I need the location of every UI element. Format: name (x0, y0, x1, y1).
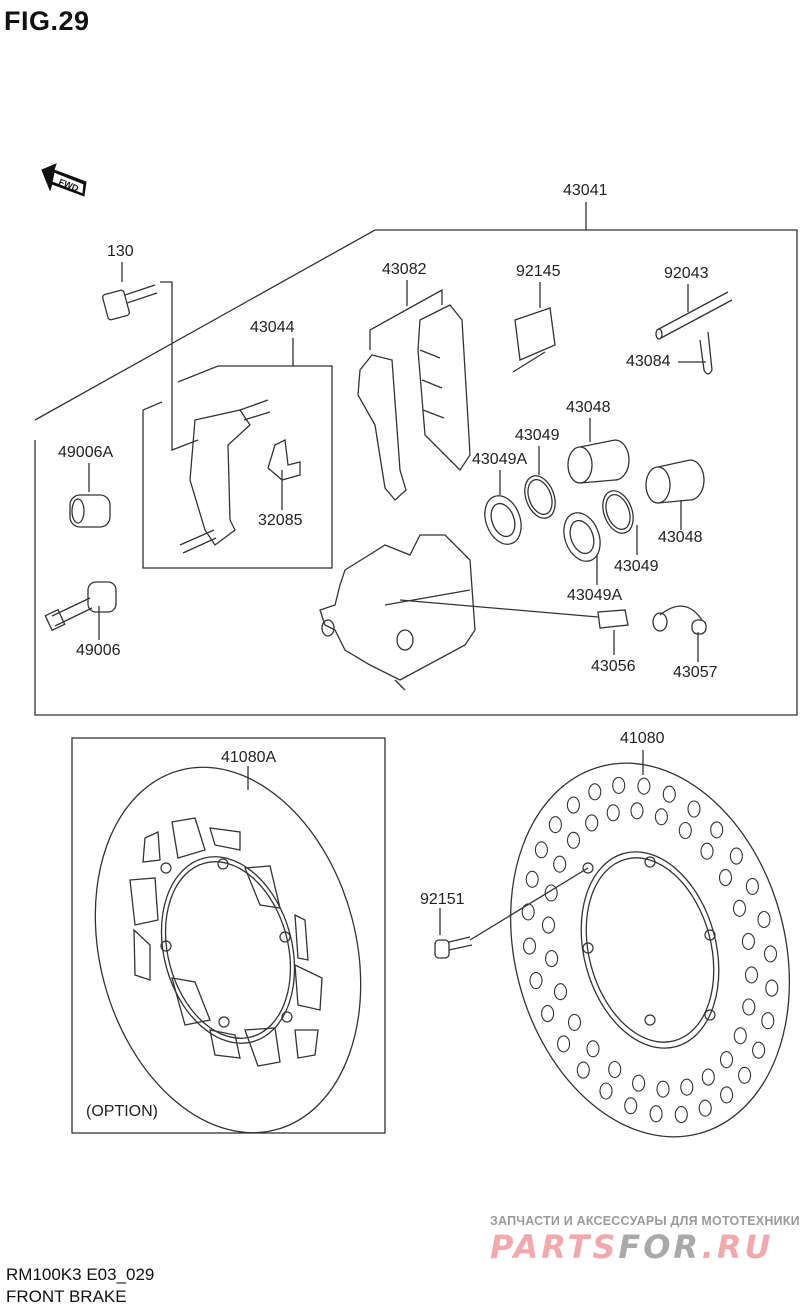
part-label-92043[interactable]: 92043 (664, 265, 709, 282)
disc-vent-hole (738, 1066, 752, 1084)
disc-vent-hole (701, 1068, 715, 1086)
disc-vent-hole (680, 1078, 694, 1096)
model-code: RM100K3 E03_029 (6, 1265, 155, 1284)
caliper-assembly-frame (34, 229, 798, 716)
disc-vent-hole (698, 1099, 712, 1117)
disc-option-cutouts (129, 817, 323, 1067)
part-label-43049A-top[interactable]: 43049A (472, 451, 528, 468)
option-note: (OPTION) (86, 1103, 158, 1120)
disc-vent-hole (700, 842, 714, 860)
part-label-49006A[interactable]: 49006A (58, 444, 114, 461)
disc-vent-hole (522, 937, 537, 955)
disc-vent-hole (548, 816, 562, 834)
disc-vent-hole (733, 1027, 747, 1045)
caliper-body (319, 534, 476, 681)
disc-vent-hole (541, 1005, 555, 1023)
disc-vent-hole (765, 979, 779, 997)
disc-vent-hole (576, 1061, 590, 1079)
disc-vent-hole (662, 785, 676, 803)
disc-vent-hole (557, 1035, 571, 1053)
disc-ventilation-holes (521, 776, 779, 1124)
disc-vent-hole (608, 1060, 622, 1079)
disc-vent-hole (567, 1013, 582, 1031)
disc-vent-hole (585, 814, 599, 832)
disc-vent-hole (718, 869, 733, 887)
disc-vent-hole (606, 804, 620, 822)
disc-vent-hole (566, 831, 581, 849)
disc-vent-hole (599, 1082, 613, 1100)
disc-vent-hole (654, 808, 668, 826)
part-label-43049-top[interactable]: 43049 (515, 427, 560, 444)
disc-vent-hole (757, 910, 771, 929)
section-name: FRONT BRAKE (6, 1287, 127, 1306)
disc-vent-hole (588, 783, 602, 801)
disc-vent-hole (729, 847, 743, 865)
part-label-43082[interactable]: 43082 (382, 261, 427, 278)
disc-vent-hole (649, 1105, 663, 1123)
part-label-41080[interactable]: 41080 (620, 730, 665, 747)
disc-vent-hole (719, 1051, 734, 1069)
disc-vent-hole (678, 821, 692, 840)
disc-vent-hole (687, 800, 701, 818)
part-label-41080A[interactable]: 41080A (221, 749, 277, 766)
part-label-49006[interactable]: 49006 (76, 642, 121, 659)
disc-vent-hole (624, 1097, 638, 1115)
part-label-43084[interactable]: 43084 (626, 353, 671, 370)
bracket-set-frame (142, 365, 333, 569)
disc-vent-hole (553, 983, 568, 1001)
disc-vent-hole (720, 1086, 734, 1104)
disc-option-bolt-holes (160, 858, 293, 1028)
disc-vent-hole (741, 932, 755, 950)
disc-vent-hole (566, 796, 580, 814)
fwd-arrow-icon: FWD (41, 163, 87, 197)
disc-vent-hole (752, 1041, 766, 1059)
disc-vent-hole (534, 841, 548, 859)
disc-vent-hole (763, 945, 778, 963)
watermark-brand: PARTSFOR.RU (490, 1228, 773, 1266)
disc-vent-hole (761, 1012, 775, 1030)
disc-vent-hole (745, 877, 759, 895)
part-label-43057[interactable]: 43057 (673, 664, 718, 681)
figure-title: FIG.29 (4, 6, 90, 36)
disc-vent-hole (632, 1074, 646, 1092)
disc-vent-hole (525, 870, 539, 888)
watermark-tagline: ЗАПЧАСТИ И АКСЕССУАРЫ ДЛЯ МОТОТЕХНИКИ (490, 1214, 800, 1228)
disc-vent-hole (637, 777, 651, 795)
brake-pad-right (417, 304, 471, 472)
part-label-43049A-bottom[interactable]: 43049A (567, 587, 623, 604)
watermark-brand-part3: .RU (701, 1228, 774, 1266)
part-label-130[interactable]: 130 (107, 243, 134, 260)
part-label-43049-bottom[interactable]: 43049 (614, 558, 659, 575)
disc-vent-hole (674, 1106, 688, 1124)
part-label-43048-bottom[interactable]: 43048 (658, 529, 703, 546)
disc-vent-hole (553, 855, 567, 873)
disc-vent-hole (544, 884, 558, 902)
disc-vent-hole (710, 821, 724, 839)
disc-bolt-holes (582, 856, 716, 1026)
part-label-43048-top[interactable]: 43048 (566, 399, 611, 416)
disc-vent-hole (656, 1080, 670, 1098)
part-label-43044[interactable]: 43044 (250, 319, 295, 336)
part-label-92151[interactable]: 92151 (420, 891, 465, 908)
disc-vent-hole (732, 899, 747, 917)
part-label-43041[interactable]: 43041 (563, 182, 608, 199)
watermark-brand-part1: PARTS (490, 1228, 619, 1266)
part-label-32085[interactable]: 32085 (258, 512, 303, 529)
disc-vent-hole (545, 950, 559, 968)
disc-vent-hole (630, 802, 644, 820)
disc-vent-hole (744, 966, 759, 984)
brake-disc-option (94, 766, 362, 1134)
watermark-brand-part2: FOR (618, 1228, 702, 1266)
part-label-92145[interactable]: 92145 (516, 263, 561, 280)
brake-disc (509, 762, 791, 1138)
disc-vent-hole (586, 1040, 600, 1058)
disc-vent-hole (541, 916, 556, 934)
option-frame (71, 737, 386, 1134)
disc-vent-hole (742, 998, 756, 1016)
disc-vent-hole (529, 971, 543, 990)
disc-vent-hole (612, 776, 626, 794)
brake-pad-left (357, 354, 407, 501)
part-label-43056[interactable]: 43056 (591, 658, 636, 675)
